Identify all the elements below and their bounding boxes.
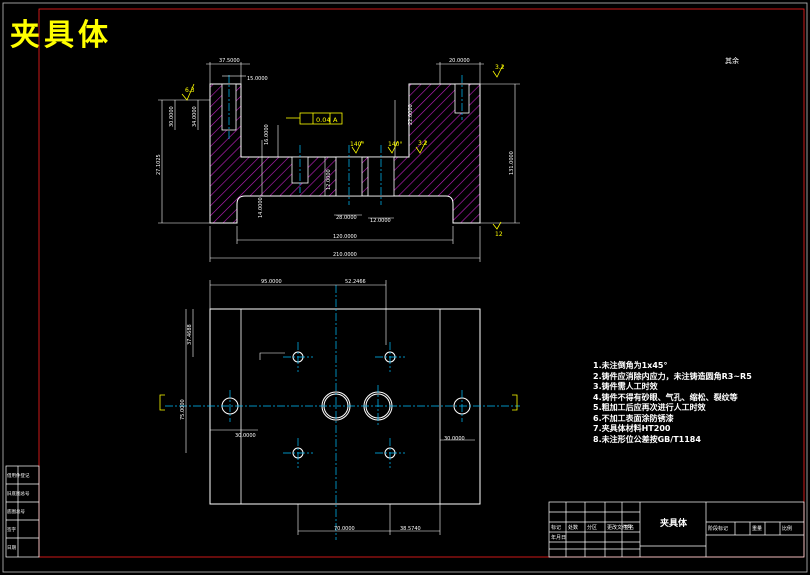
roughness-2: 3.2 bbox=[495, 64, 505, 71]
dim-height-left: 27.1025 bbox=[156, 154, 162, 175]
tb-label-3: 更改文件号 bbox=[607, 524, 632, 531]
roughness-4: 12 bbox=[495, 231, 503, 238]
note-4: 4.铸件不得有砂眼、气孔、缩松、裂纹等 bbox=[593, 392, 738, 402]
roughness-note: 其余 bbox=[725, 57, 739, 65]
note-7: 7.夹具体材料HT200 bbox=[593, 424, 671, 433]
dim-plan-d2: 30.0000 bbox=[444, 436, 465, 442]
dim-top-hole: 15.0000 bbox=[247, 76, 268, 82]
title-block-name: 夹具体 bbox=[660, 519, 688, 529]
tolerance-value: 0.04 bbox=[316, 116, 330, 124]
tb-label-r0: 阶段标记 bbox=[708, 525, 728, 532]
roughness-1: 6.3 bbox=[185, 87, 195, 94]
dim-center-v: 12.0000 bbox=[326, 169, 332, 190]
angle-2: 140° bbox=[388, 141, 402, 148]
side-block bbox=[5, 465, 40, 558]
tb-label-r1: 重量 bbox=[752, 525, 762, 532]
dim-h30: 30.0000 bbox=[169, 106, 175, 127]
plan-outline bbox=[209, 308, 481, 505]
note-2: 2.铸件应消除内应力，未注铸造圆角R3~R5 bbox=[593, 371, 752, 381]
tb-label-r2: 比例 bbox=[782, 525, 792, 532]
tb-label-1: 处数 bbox=[568, 524, 578, 531]
dim-h22: 22.0000 bbox=[408, 104, 414, 125]
dim-center-w1: 28.0000 bbox=[336, 215, 357, 221]
dim-plan-h2: 75.0000 bbox=[180, 399, 186, 420]
side-label-0: 借用件登记 bbox=[7, 472, 30, 479]
section-body bbox=[209, 83, 481, 224]
title-block bbox=[548, 501, 805, 558]
tolerance-frame: 0.04 A bbox=[286, 112, 343, 125]
dim-plan-b2: 38.5740 bbox=[400, 526, 421, 532]
plan-view: 95.0000 52.2466 37.4688 75.0000 30.0000 … bbox=[159, 279, 520, 540]
side-label-3: 签字 bbox=[7, 526, 16, 533]
tb-label-5: 年月日 bbox=[551, 534, 566, 541]
dim-top-right: 20.0000 bbox=[449, 58, 470, 64]
inner-border bbox=[38, 8, 805, 558]
note-6: 6.不加工表面涂防锈漆 bbox=[593, 413, 674, 423]
dim-plan-b1: 70.0000 bbox=[334, 526, 355, 532]
tb-label-2: 分区 bbox=[587, 524, 597, 531]
angle-1: 140° bbox=[350, 141, 364, 148]
dim-v1: 16.0000 bbox=[264, 124, 270, 145]
roughness-3: 3.2 bbox=[418, 140, 428, 147]
note-8: 8.未注形位公差按GB/T1184 bbox=[593, 434, 701, 444]
dim-top-left: 37.5000 bbox=[219, 58, 240, 64]
dim-height-right: 131.0000 bbox=[509, 151, 515, 175]
dim-plan-w1: 95.0000 bbox=[261, 279, 282, 285]
dim-overall: 210.0000 bbox=[333, 252, 357, 258]
tb-label-4: 签名 bbox=[624, 524, 634, 531]
dim-h34: 34.0000 bbox=[192, 106, 198, 127]
dim-v2: 14.0000 bbox=[258, 197, 264, 218]
side-label-1: 旧底图总号 bbox=[7, 490, 30, 497]
dim-inner-bottom: 120.0000 bbox=[333, 234, 357, 240]
tb-label-0: 标记 bbox=[551, 524, 561, 531]
technical-notes: 1.未注倒角为1x45° 2.铸件应消除内应力，未注铸造圆角R3~R5 3.铸件… bbox=[593, 361, 752, 445]
note-5: 5.粗加工后应再次进行人工时效 bbox=[593, 403, 706, 412]
drawing-title: 夹具体 bbox=[10, 18, 112, 53]
note-3: 3.铸件需人工时效 bbox=[593, 382, 658, 391]
side-label-4: 日期 bbox=[7, 545, 16, 551]
note-1: 1.未注倒角为1x45° bbox=[593, 361, 668, 370]
dim-plan-d1: 30.0000 bbox=[235, 433, 256, 439]
section-view: 0.04 A 37.5000 15.0000 20.0000 27.1025 3… bbox=[156, 58, 520, 262]
dim-center-w2: 12.0000 bbox=[370, 218, 391, 224]
tolerance-datum: A bbox=[333, 116, 338, 124]
dim-plan-w2: 52.2466 bbox=[345, 279, 366, 285]
dim-plan-h1: 37.4688 bbox=[187, 324, 193, 345]
side-label-2: 底图总号 bbox=[7, 508, 25, 515]
